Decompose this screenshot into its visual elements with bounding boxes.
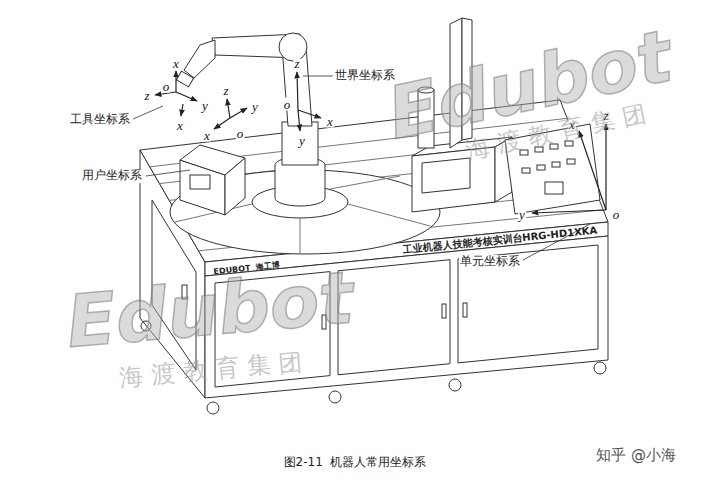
axis-letter: z xyxy=(143,89,150,102)
callout-label: 用户坐标系 xyxy=(81,169,143,183)
axis-letter: o xyxy=(162,80,171,93)
axis-letter: y xyxy=(201,99,209,112)
axis-letter: o xyxy=(612,208,621,221)
callout-label: 工具坐标系 xyxy=(69,113,131,127)
axis-letter: z xyxy=(293,57,300,70)
axis-letter: y xyxy=(518,208,526,221)
axis-letter: o xyxy=(236,127,245,140)
watermark: 知乎 @小海 xyxy=(596,447,676,464)
figure-caption: 图2-11 机器人常用坐标系 xyxy=(284,456,427,470)
axis-letter: y xyxy=(251,100,259,113)
door-handle xyxy=(463,303,467,317)
industrial-robot xyxy=(176,33,325,206)
door-handle xyxy=(442,304,446,318)
cabinet-door xyxy=(458,245,598,363)
axis-letter: x xyxy=(176,119,184,132)
axis-letter: x xyxy=(203,129,211,142)
axis-letter: y xyxy=(298,134,306,147)
axis-letter: o xyxy=(283,98,292,111)
axis-letter: x xyxy=(326,115,334,128)
axis-letter: x xyxy=(172,57,180,70)
axis-letter: z xyxy=(222,84,229,97)
callout-label: 单元坐标系 xyxy=(459,255,521,269)
tool-station xyxy=(180,145,245,215)
